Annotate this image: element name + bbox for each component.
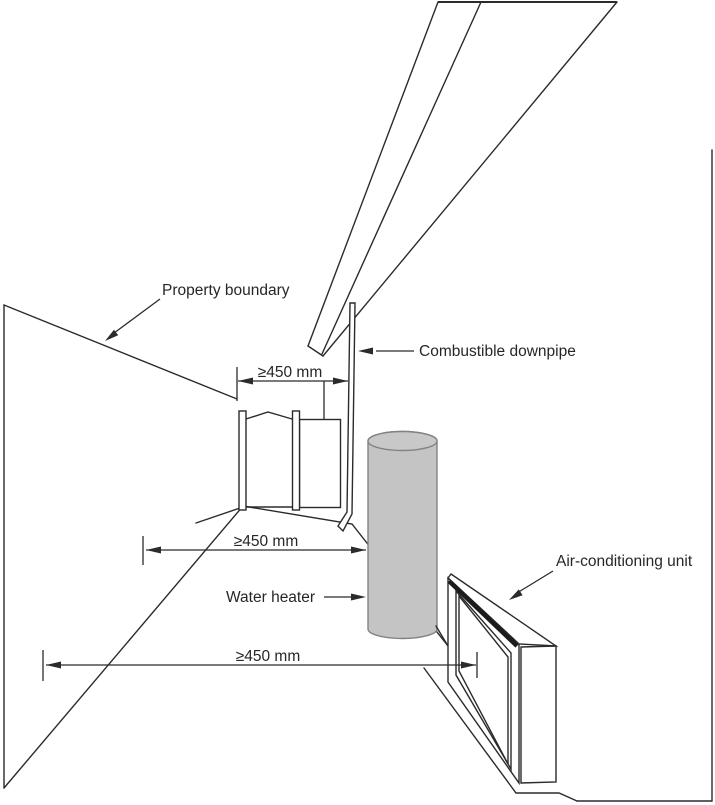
arrow-right-icon xyxy=(461,661,476,669)
leader-line xyxy=(516,570,554,594)
label-combustible-downpipe: Combustible downpipe xyxy=(358,343,576,360)
water-heater-top xyxy=(367,430,438,452)
dimension-boundary-to-water-heater: ≥450 mm xyxy=(142,533,366,565)
water-heater-body xyxy=(367,430,438,640)
fascia-inner-line xyxy=(321,1,482,355)
flue-terminal xyxy=(238,410,342,511)
building-eave xyxy=(307,1,618,357)
air-conditioning-unit xyxy=(423,573,578,802)
ground-line-left xyxy=(195,506,244,524)
dimension-boundary-to-ac-unit: ≥450 mm xyxy=(42,648,478,681)
flue-body-top xyxy=(245,411,293,420)
leader-line xyxy=(109,298,161,337)
label-text: Air-conditioning unit xyxy=(556,553,693,570)
downpipe xyxy=(337,302,356,533)
label-property-boundary: Property boundary xyxy=(105,282,290,341)
fascia-outer-line xyxy=(307,1,439,347)
water-heater-cylinder xyxy=(367,430,438,640)
ac-end-face xyxy=(520,645,557,784)
property-boundary-fence xyxy=(3,304,244,789)
flue-pipe xyxy=(298,418,342,509)
label-text: Water heater xyxy=(226,589,315,606)
label-air-conditioning-unit: Air-conditioning unit xyxy=(509,553,693,600)
leader-arrow-icon xyxy=(105,329,119,341)
leader-arrow-icon xyxy=(358,347,373,355)
label-text: Property boundary xyxy=(162,282,290,299)
dimension-text: ≥450 mm xyxy=(236,648,301,665)
arrow-right-icon xyxy=(351,546,366,554)
dimension-text: ≥450 mm xyxy=(258,364,323,381)
ac-front-panel-inner-border xyxy=(458,594,509,765)
ac-top-shadow-band xyxy=(447,579,519,648)
ground-line-behind-ac xyxy=(435,625,449,647)
label-water-heater: Water heater xyxy=(226,589,366,606)
fence-top-edge xyxy=(3,304,238,400)
leader-arrow-icon xyxy=(509,589,523,600)
roof-slope-line xyxy=(322,1,618,357)
arrow-left-icon xyxy=(146,546,161,554)
flue-flange-inner xyxy=(291,410,301,511)
leader-arrow-icon xyxy=(351,593,366,601)
fence-bottom-edge xyxy=(3,505,244,789)
dimension-text: ≥450 mm xyxy=(234,533,299,550)
ac-base-plinth xyxy=(423,667,578,802)
dimension-flue-to-downpipe: ≥450 mm xyxy=(236,364,348,419)
arrow-left-icon xyxy=(238,377,253,385)
flue-flange-outer xyxy=(238,410,247,511)
label-text: Combustible downpipe xyxy=(419,343,576,360)
arrow-right-icon xyxy=(333,377,348,385)
ac-front-panel-border xyxy=(455,589,512,772)
arrow-left-icon xyxy=(46,661,61,669)
gutter-end-cap xyxy=(307,345,324,357)
